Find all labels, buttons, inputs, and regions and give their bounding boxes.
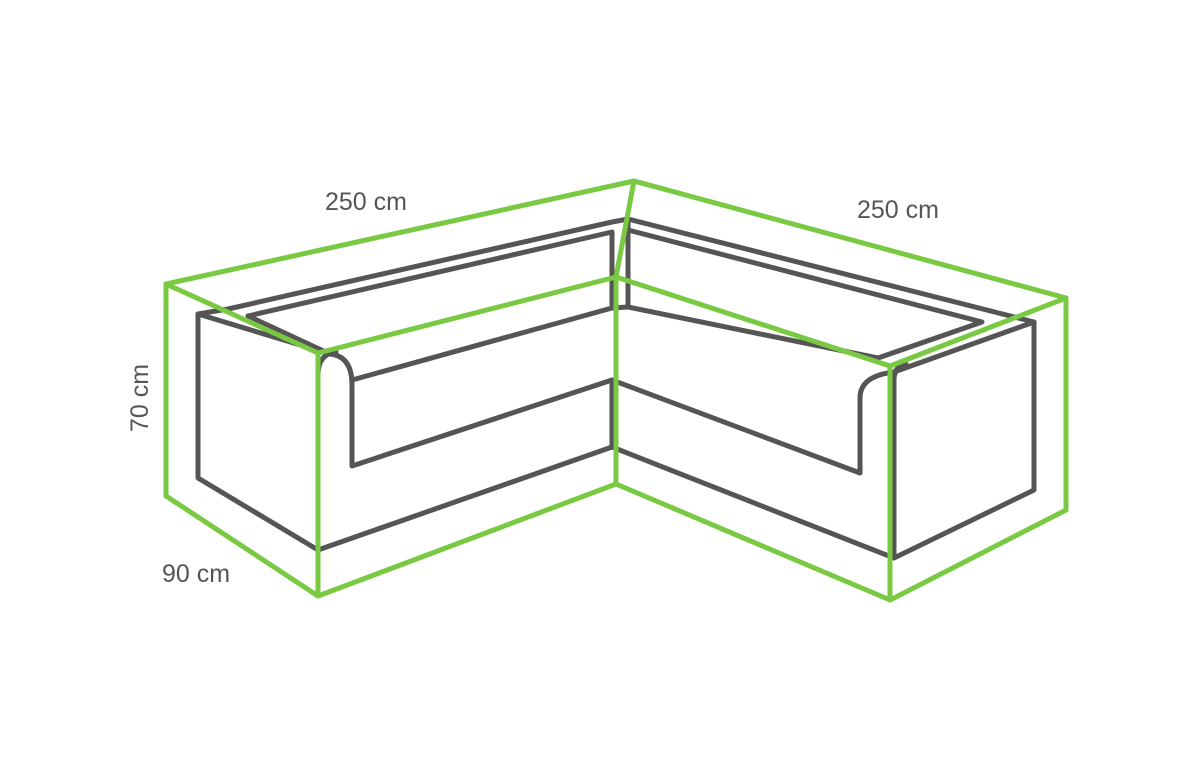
dimension-label-height: 70 cm bbox=[126, 364, 154, 432]
sofa-right-section-outline bbox=[609, 319, 1037, 561]
sofa-left-backrest bbox=[195, 216, 631, 317]
cover-top-right-back bbox=[631, 178, 1069, 301]
sofa-left-backrest-cushion-edge bbox=[245, 313, 333, 357]
cover-top-left-depth bbox=[163, 281, 321, 356]
sofa-right-backrest-inner bbox=[625, 227, 985, 361]
cover-outline bbox=[163, 178, 1069, 603]
cover-bottom-right-depth bbox=[887, 507, 1069, 603]
cover-top-right-depth bbox=[887, 295, 1069, 369]
cover-top-right-front bbox=[613, 274, 893, 369]
sofa-right-armrest-front bbox=[891, 361, 909, 561]
cover-bottom-front-right bbox=[613, 481, 893, 603]
cover-top-left-back bbox=[163, 178, 637, 287]
cover-top-left-front bbox=[315, 274, 619, 356]
dimension-label-right-length: 250 cm bbox=[857, 196, 939, 224]
cover-top-corner-diagonal bbox=[613, 178, 637, 280]
dimension-label-left-length: 250 cm bbox=[325, 188, 407, 216]
corner-sofa-outline bbox=[195, 216, 1037, 561]
sofa-left-backrest-inner bbox=[245, 229, 615, 383]
sofa-left-armrest-front bbox=[315, 349, 339, 553]
sofa-left-section-outline bbox=[195, 311, 615, 553]
cover-bottom-left-depth bbox=[163, 493, 321, 599]
dimension-label-depth: 90 cm bbox=[162, 560, 230, 588]
cover-bottom-front-left bbox=[315, 481, 619, 599]
sofa-right-backrest bbox=[625, 216, 1037, 325]
